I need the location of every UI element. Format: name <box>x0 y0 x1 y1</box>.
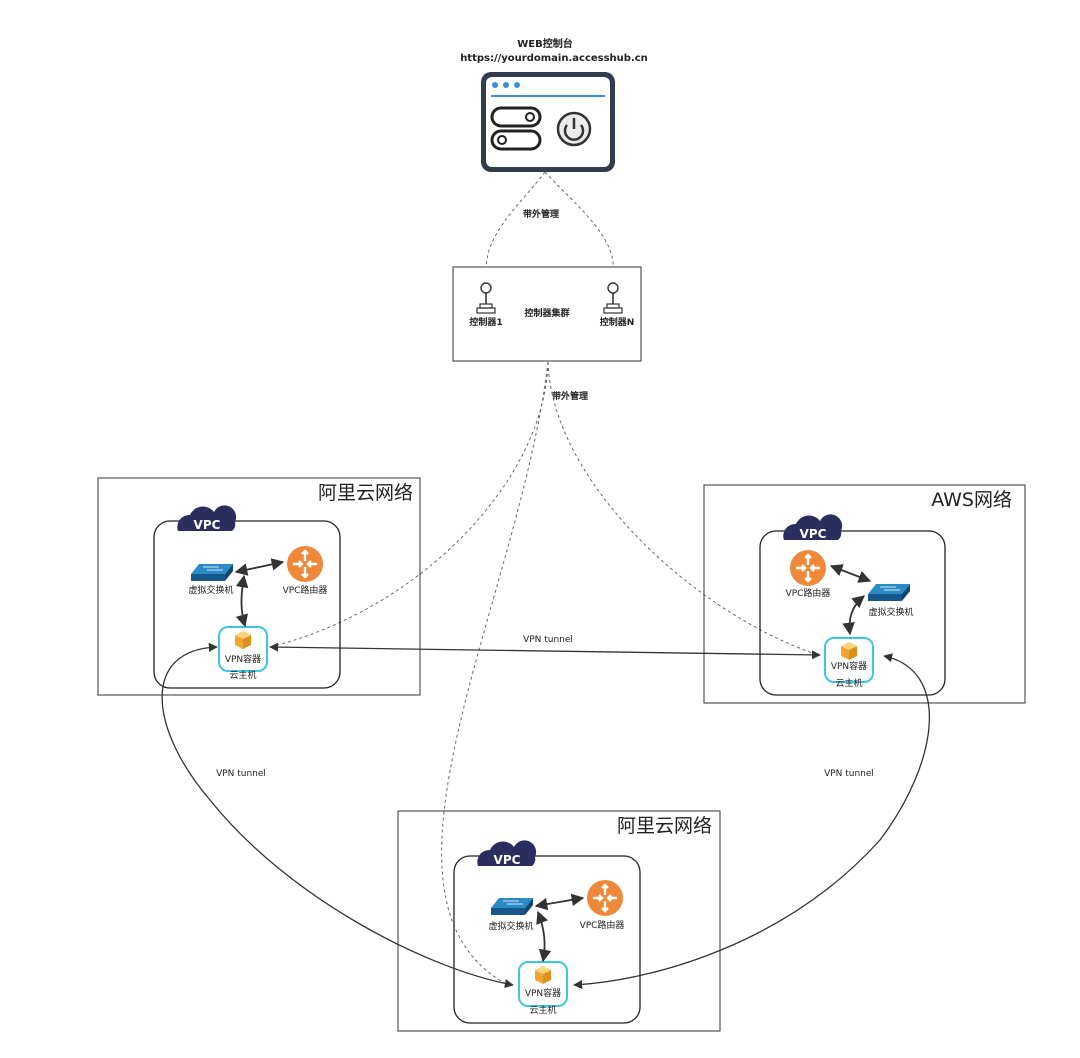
vpn-label: VPN容器 <box>831 660 867 672</box>
vpc-router-icon[interactable] <box>788 548 828 588</box>
vpc-label: VPC <box>194 518 221 532</box>
network-name: 阿里云网络 <box>617 815 712 837</box>
vpc-cloud-icon: VPC <box>477 840 537 867</box>
vpn-tunnel-left <box>161 642 514 989</box>
host-label: 云主机 <box>835 677 862 689</box>
host-label: 云主机 <box>229 669 256 681</box>
virtual-switch-icon[interactable] <box>490 897 534 916</box>
oob-label-top: 带外管理 <box>523 208 559 220</box>
oob-link-left <box>486 171 546 279</box>
vpc-router-icon[interactable] <box>585 878 625 918</box>
vpc-router-icon[interactable] <box>285 544 325 584</box>
router-label: VPC路由器 <box>580 919 625 931</box>
network-aliyun-2: 阿里云网络 VPC 虚拟交换机 VPC路由器 VPN容器 云主机 <box>397 810 721 1032</box>
switch-label: 虚拟交换机 <box>488 920 533 932</box>
vpn-tunnel-right <box>573 653 931 990</box>
vpn-tunnel-top-label: VPN tunnel <box>523 635 573 645</box>
toggle-switch-icon <box>490 106 542 151</box>
web-console-icon[interactable] <box>481 72 615 172</box>
virtual-switch-icon[interactable] <box>867 583 911 602</box>
oob-label-bottom: 带外管理 <box>552 390 588 402</box>
router-switch-link <box>829 564 872 583</box>
switch-label: 虚拟交换机 <box>188 584 233 596</box>
console-title: WEB控制台 <box>517 37 572 50</box>
router-label: VPC路由器 <box>283 584 328 596</box>
switch-router-link <box>234 558 285 576</box>
oob-link-aws <box>547 361 816 655</box>
host-label: 云主机 <box>529 1004 556 1016</box>
vpc-label: VPC <box>494 853 521 867</box>
vpc-cloud-icon: VPC <box>783 514 843 541</box>
network-aws: AWS网络 VPC VPC路由器 虚拟交换机 VPN容器 云主机 <box>703 484 1026 704</box>
controller-cluster-title: 控制器集群 <box>524 307 569 319</box>
oob-link-aliyun-bottom <box>441 361 549 986</box>
router-label: VPC路由器 <box>786 587 831 599</box>
vpn-container-icon[interactable] <box>824 637 874 683</box>
vpn-tunnel-left-label: VPN tunnel <box>216 769 266 779</box>
controller-n-label: 控制器N <box>600 316 635 328</box>
vpn-label: VPN容器 <box>525 987 561 999</box>
switch-router-link <box>534 893 585 911</box>
power-icon <box>556 111 592 147</box>
vpn-tunnel-right-label: VPN tunnel <box>824 769 874 779</box>
switch-vpn-link <box>536 910 552 963</box>
vpc-label: VPC <box>800 527 827 541</box>
controller-1-label: 控制器1 <box>469 316 502 328</box>
network-name: AWS网络 <box>931 489 1012 511</box>
vpc-cloud-icon: VPC <box>177 505 237 532</box>
switch-vpn-link <box>235 574 249 628</box>
vpn-container-icon[interactable] <box>518 961 568 1007</box>
console-url: https://yourdomain.accesshub.cn <box>460 53 648 64</box>
vpn-label: VPN容器 <box>225 653 261 665</box>
switch-vpn-link <box>842 595 865 636</box>
network-aliyun-1: 阿里云网络 VPC 虚拟交换机 VPC路由器 VPN容器 云主机 <box>97 477 421 696</box>
switch-label: 虚拟交换机 <box>868 606 913 618</box>
virtual-switch-icon[interactable] <box>190 563 234 582</box>
oob-link-right <box>544 171 614 279</box>
network-name: 阿里云网络 <box>318 482 413 504</box>
